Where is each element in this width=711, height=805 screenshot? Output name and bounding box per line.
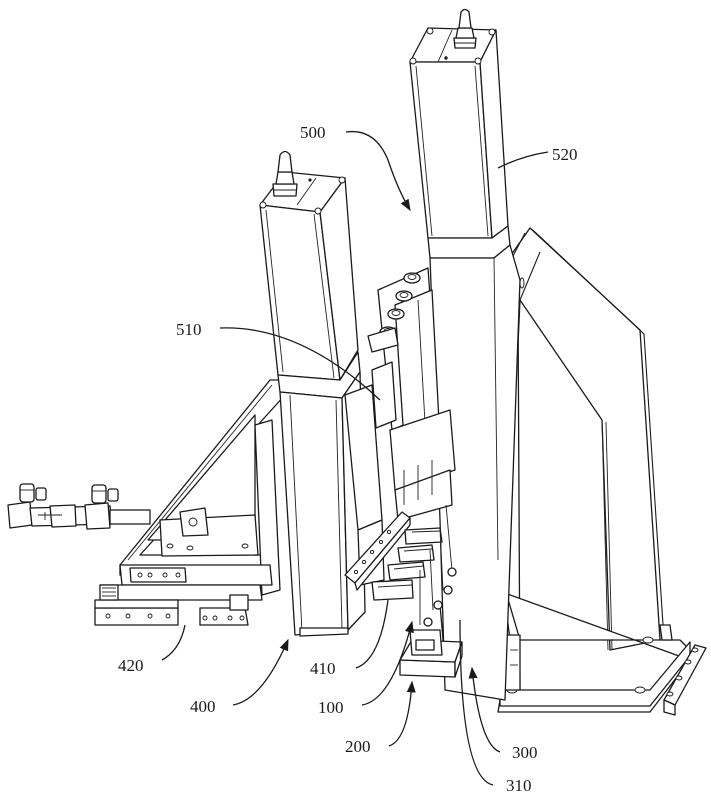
workpiece-pins: [419, 504, 457, 627]
triangular-bracket: [119, 379, 286, 596]
side-valve-fitting-1: [19, 483, 47, 503]
leader-100: [361, 620, 414, 706]
label-100: 100: [318, 698, 344, 717]
side-valve-fitting-2: [91, 484, 119, 504]
end-clamp-bar: [659, 624, 707, 716]
label-420: 420: [118, 656, 144, 675]
leader-500: [345, 130, 411, 212]
leader-400: [232, 638, 289, 706]
leader-410: [355, 599, 389, 669]
label-500: 500: [300, 123, 326, 142]
label-200: 200: [345, 737, 371, 756]
side-valve-assembly: [7, 501, 151, 530]
clamp-screws: [367, 272, 421, 353]
base-slide-rail: [94, 564, 273, 626]
center-tooling: [344, 267, 456, 586]
label-300: 300: [512, 743, 538, 762]
leader-310: [459, 619, 494, 786]
label-510: 510: [176, 320, 202, 339]
leader-520: [497, 151, 549, 169]
perforated-slide-bar: [344, 511, 411, 591]
label-520: 520: [552, 145, 578, 164]
multi-finger-slide-block: [371, 527, 443, 601]
label-400: 400: [190, 697, 216, 716]
label-410: 410: [310, 659, 336, 678]
leader-200: [388, 680, 416, 747]
right-air-fitting: [453, 8, 477, 49]
leader-510: [219, 327, 381, 401]
leader-300: [468, 666, 501, 753]
leader-420: [161, 624, 186, 661]
label-310: 310: [506, 776, 532, 795]
lower-fixture-block: [399, 629, 463, 678]
right-cylinder: [409, 27, 521, 701]
left-air-fitting: [272, 150, 298, 197]
